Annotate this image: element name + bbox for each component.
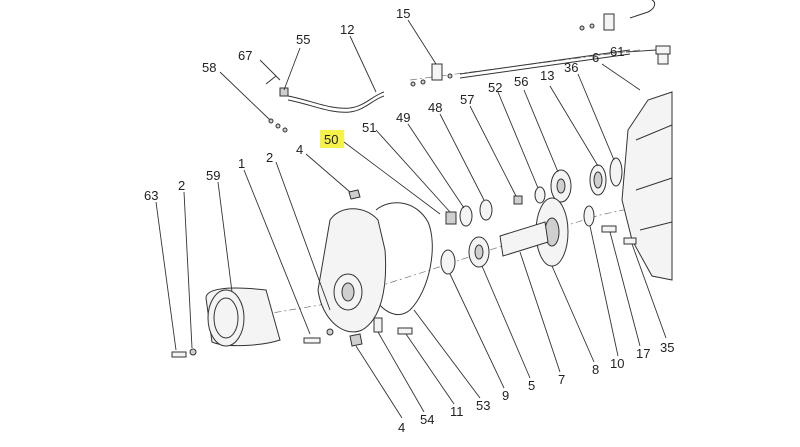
callout-51: 51 (362, 120, 376, 135)
callout-10: 10 (610, 356, 624, 371)
bearing-part-13-inner (593, 171, 603, 189)
callout-57: 57 (460, 92, 474, 107)
assembly-centerline (229, 199, 671, 321)
gear-part-56-hub (556, 178, 566, 194)
callout-35: 35 (660, 340, 674, 355)
callout-50-highlight (320, 130, 344, 148)
dot-d (579, 25, 585, 31)
callout-12: 12 (340, 22, 354, 37)
nut-part-4-top (348, 189, 361, 200)
callout-52: 52 (488, 80, 502, 95)
callout-4-top: 4 (296, 142, 303, 157)
bearing-part-36 (609, 157, 623, 187)
callout-63: 63 (144, 188, 158, 203)
dot-a (410, 81, 416, 87)
dot-b (420, 79, 426, 85)
callout-7: 7 (558, 372, 565, 387)
callout-59: 59 (206, 168, 220, 183)
callout-56: 56 (514, 74, 528, 89)
bolt-part-54 (373, 317, 383, 333)
rod-part-12 (287, 91, 385, 109)
callout-5: 5 (528, 378, 535, 393)
bolt-part-1 (303, 337, 321, 344)
washer-part-2b (326, 328, 334, 336)
washer-part-9 (440, 249, 456, 275)
callout-58: 58 (202, 60, 216, 75)
clip-right (603, 13, 615, 31)
callout-50: 50 (324, 132, 338, 147)
ring-part-5-inner (474, 244, 484, 260)
callout-2-left: 2 (178, 178, 185, 193)
part-52 (534, 186, 546, 204)
bolt-part-63 (171, 351, 187, 358)
callout-1: 1 (238, 156, 245, 171)
cover-plate-bore (341, 282, 355, 302)
washer-part-48 (479, 199, 493, 221)
pin-part-57 (513, 195, 523, 205)
nut-part-4-bottom (349, 333, 363, 347)
bolt-part-61 (655, 45, 671, 55)
upper-rod (459, 49, 631, 75)
callout-11: 11 (450, 404, 464, 419)
callout-53: 53 (476, 398, 490, 413)
rod-part-12-edge (287, 95, 385, 113)
nut-part-58-b (275, 123, 281, 129)
leader-lines (155, 19, 667, 419)
shaft-part-7 (499, 221, 549, 257)
callout-67: 67 (238, 48, 252, 63)
housing-rib-2 (635, 177, 673, 191)
callout-36: 36 (564, 60, 578, 75)
rod-end-hook (629, 0, 656, 19)
housing-rib-3 (639, 221, 673, 231)
bolt-part-11 (397, 327, 413, 335)
callout-9: 9 (502, 388, 509, 403)
callout-4-bottom: 4 (398, 420, 405, 435)
callout-17: 17 (636, 346, 650, 361)
callout-8: 8 (592, 362, 599, 377)
nut-part-58-c (282, 127, 288, 133)
dot-e (589, 23, 595, 29)
callout-55: 55 (296, 32, 310, 47)
washer-part-49 (459, 205, 473, 227)
housing-rib-1 (635, 124, 673, 141)
washer-part-10 (583, 205, 595, 227)
bolt-part-55 (279, 87, 289, 97)
callout-15: 15 (396, 6, 410, 21)
bolt-part-35 (623, 237, 637, 245)
dot-c (447, 73, 453, 79)
callout-2-mid: 2 (266, 150, 273, 165)
washer-part-2a (189, 348, 197, 356)
callout-labels: 15 12 67 55 58 61 6 36 13 56 52 57 48 49… (144, 6, 674, 435)
callout-54: 54 (420, 412, 434, 427)
drum-part-59-inner (213, 297, 239, 339)
upper-rod-edge (459, 53, 631, 79)
callout-13: 13 (540, 68, 554, 83)
bolt-part-61-head (657, 53, 669, 65)
callout-49: 49 (396, 110, 410, 125)
callout-61: 61 (610, 44, 624, 59)
cover-plate (317, 208, 387, 333)
clip-part-15 (431, 63, 443, 81)
pin-part-67 (265, 75, 281, 85)
part-51 (445, 211, 457, 225)
callout-48: 48 (428, 100, 442, 115)
callout-6: 6 (592, 50, 599, 65)
gasket-part-53 (375, 202, 433, 315)
bolt-part-17 (601, 225, 617, 233)
